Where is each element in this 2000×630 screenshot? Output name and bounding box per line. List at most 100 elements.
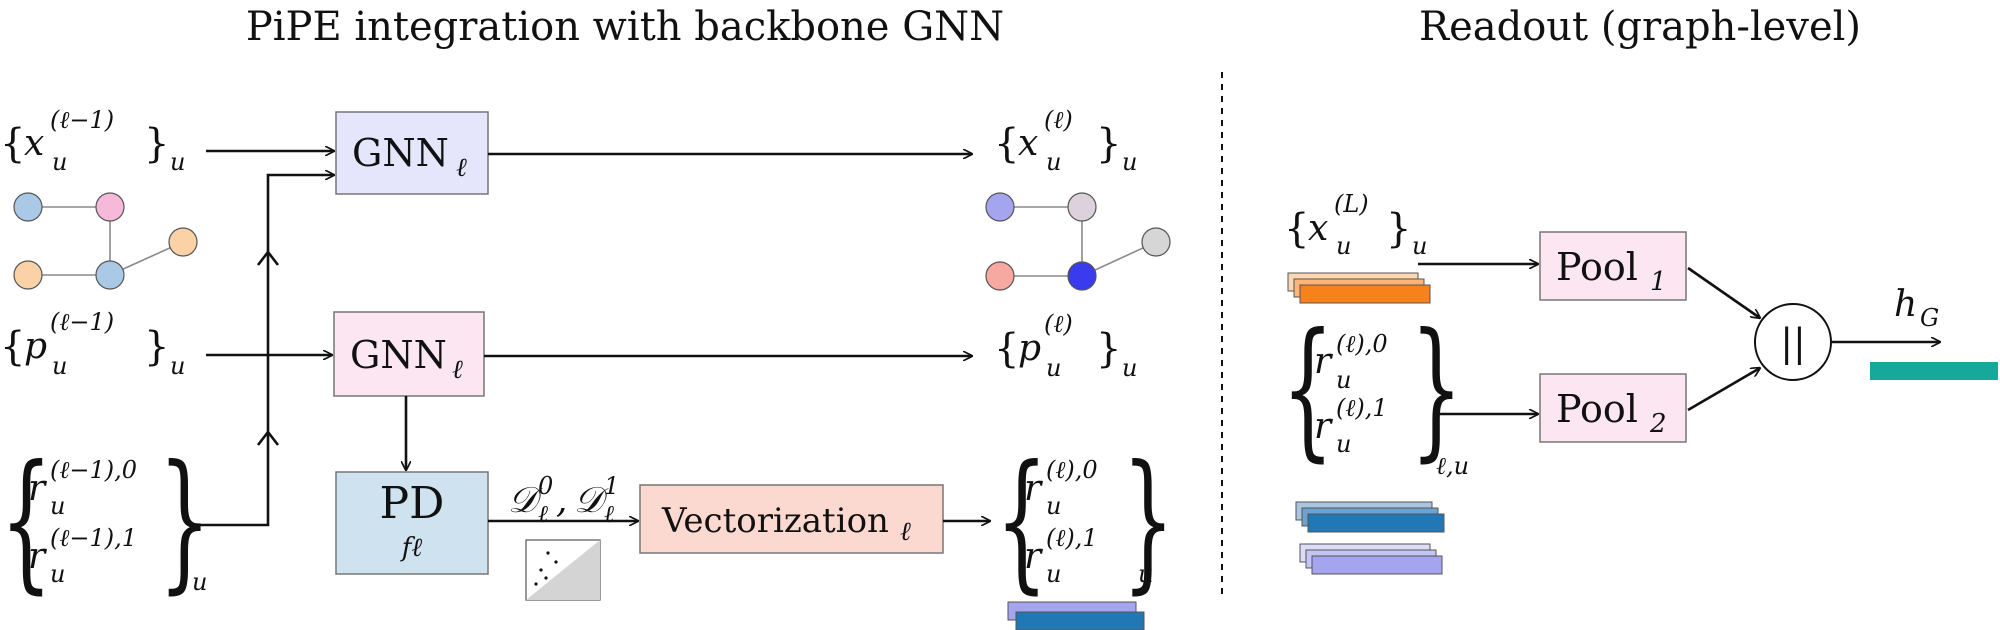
graph-node (95, 192, 125, 222)
p-input-label: { p (ℓ−1) u } u (0, 308, 185, 380)
svg-text:p: p (24, 326, 47, 367)
svg-text:h: h (1894, 284, 1917, 325)
svg-text:}: } (1122, 433, 1174, 608)
svg-text:x: x (24, 123, 44, 164)
graph-node (168, 227, 198, 257)
input-graph (13, 192, 198, 290)
graph-node (1067, 261, 1097, 291)
svg-text:u: u (1336, 430, 1351, 458)
svg-text:u: u (1122, 354, 1137, 382)
svg-text:||: || (1780, 321, 1806, 365)
svg-text:(ℓ−1): (ℓ−1) (50, 106, 114, 134)
pool1-box: Pool 1 (1539, 231, 1687, 301)
persistence-diagrams-label: 𝒟 0 ℓ , 𝒟 1 ℓ (508, 472, 619, 528)
svg-text:r: r (1024, 536, 1043, 577)
r-embedding-bars (1295, 501, 1445, 575)
svg-text:ℓ: ℓ (538, 500, 548, 528)
svg-text:ℓ,u: ℓ,u (1436, 452, 1469, 480)
svg-text:u: u (52, 352, 67, 380)
pool2-box: Pool 2 (1539, 373, 1687, 443)
svg-text:GNN: GNN (352, 131, 449, 175)
svg-text:{: { (0, 433, 52, 608)
graph-embedding-bar (1870, 362, 1998, 380)
svg-text:(ℓ),0: (ℓ),0 (1336, 330, 1388, 358)
graph-node (1067, 192, 1097, 222)
svg-text:(ℓ−1): (ℓ−1) (50, 308, 114, 336)
r-input-label: { r (ℓ−1),0 u r (ℓ−1),1 u } u (0, 433, 211, 608)
gnn-x-box: GNN ℓ (335, 111, 489, 195)
svg-text:{: { (994, 326, 1019, 372)
svg-text:u: u (170, 352, 185, 380)
svg-text:r: r (1314, 341, 1333, 382)
svg-text:2: 2 (1649, 409, 1667, 439)
svg-text:r: r (1314, 406, 1333, 447)
svg-text:(ℓ): (ℓ) (1044, 310, 1073, 338)
svg-text:fℓ: fℓ (400, 533, 423, 563)
svg-text:}: } (158, 433, 210, 608)
svg-text:0: 0 (538, 472, 553, 500)
svg-text:}: } (1410, 301, 1462, 476)
x-input-label: { x (ℓ−1) u } u (0, 106, 185, 176)
svg-text:u: u (1138, 560, 1153, 588)
svg-text:}: } (1096, 121, 1121, 167)
output-graph (985, 192, 1171, 291)
svg-text:u: u (1336, 366, 1351, 394)
svg-text:{: { (996, 433, 1048, 608)
svg-text:{: { (994, 121, 1019, 167)
svg-text:u: u (192, 568, 207, 596)
svg-text:}: } (144, 324, 169, 370)
svg-text:PD: PD (380, 478, 445, 529)
graph-node (95, 260, 125, 290)
svg-text:u: u (50, 492, 65, 520)
title-right: Readout (graph-level) (1419, 4, 1861, 50)
svg-text:u: u (1336, 232, 1351, 260)
gnn-p-box: GNN ℓ (333, 311, 485, 397)
graph-node (1141, 227, 1171, 257)
svg-text:{: { (0, 324, 25, 370)
pd-box: PD fℓ (335, 471, 489, 575)
title-left: PiPE integration with backbone GNN (246, 4, 1004, 50)
svg-text:}: } (1386, 206, 1411, 252)
graph-node (13, 260, 43, 290)
graph-node (985, 192, 1015, 222)
svg-text:u: u (1122, 148, 1137, 176)
svg-text:ℓ: ℓ (900, 517, 911, 547)
svg-text:G: G (1920, 304, 1939, 332)
p-output-label: { p (ℓ) u } u (994, 310, 1137, 382)
svg-text:(ℓ),1: (ℓ),1 (1336, 394, 1388, 422)
svg-text:ℓ: ℓ (456, 153, 467, 183)
persistence-diagram-thumbnail (525, 539, 601, 601)
svg-text:r: r (28, 468, 47, 509)
r-output-label: { r (ℓ),0 u r (ℓ),1 u } u (996, 433, 1175, 608)
svg-text:x: x (1308, 208, 1328, 249)
svg-text:r: r (1024, 468, 1043, 509)
svg-text:Pool: Pool (1556, 245, 1638, 289)
concat-node: || (1754, 303, 1832, 381)
r-readout-label: { r (ℓ),0 u r (ℓ),1 u } ℓ,u (1282, 301, 1470, 480)
svg-text:x: x (1018, 123, 1038, 164)
output-embedding-bars (1007, 601, 1145, 630)
svg-text:p: p (1018, 328, 1041, 369)
svg-text:u: u (1412, 232, 1427, 260)
svg-text:{: { (0, 121, 25, 167)
svg-text:u: u (1046, 354, 1061, 382)
svg-text:(ℓ−1),1: (ℓ−1),1 (50, 524, 137, 552)
svg-text:u: u (1046, 560, 1061, 588)
svg-text:(ℓ−1),0: (ℓ−1),0 (50, 456, 137, 484)
svg-text:u: u (170, 148, 185, 176)
svg-text:{: { (1284, 206, 1309, 252)
hg-label: h G (1894, 284, 1939, 332)
svg-text:GNN: GNN (350, 333, 447, 377)
svg-text:1: 1 (604, 472, 619, 500)
graph-node (13, 192, 43, 222)
svg-text:r: r (28, 536, 47, 577)
x-final-label: { x (L) u } u (1284, 190, 1427, 260)
svg-text:u: u (52, 148, 67, 176)
graph-node (985, 261, 1015, 291)
svg-text:(ℓ),1: (ℓ),1 (1046, 524, 1098, 552)
svg-text:(ℓ),0: (ℓ),0 (1046, 456, 1098, 484)
svg-text:Pool: Pool (1556, 387, 1638, 431)
svg-text:ℓ: ℓ (452, 355, 463, 385)
svg-text:u: u (50, 560, 65, 588)
